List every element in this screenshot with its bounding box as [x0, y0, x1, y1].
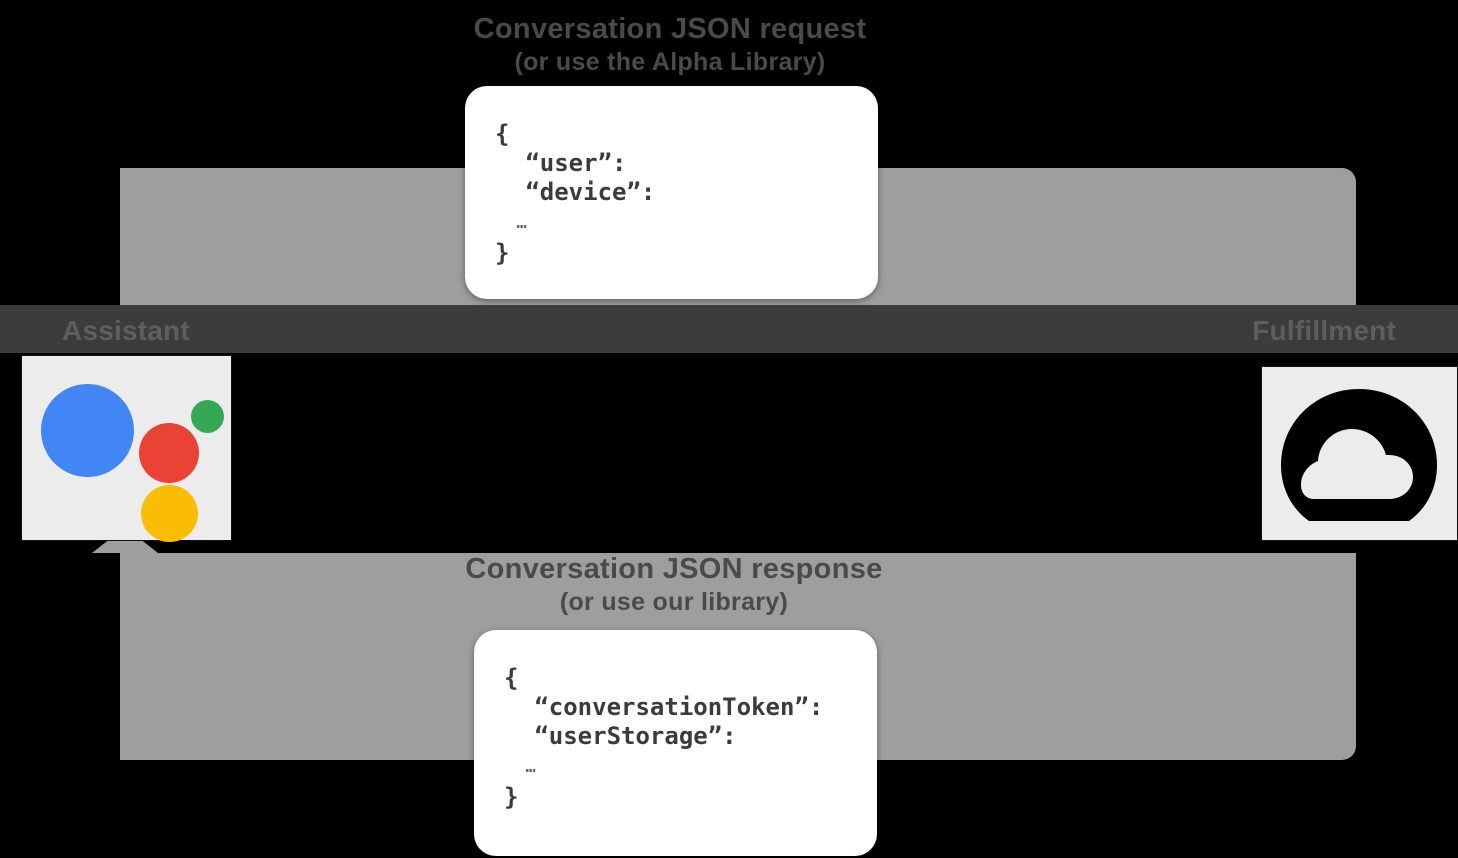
- request-caption: Conversation JSON request (or use the Al…: [0, 13, 1340, 80]
- response-json-key-conversationtoken: “conversationToken”:: [534, 693, 824, 721]
- request-json-key-user: “user”:: [525, 149, 627, 177]
- response-json-ellipsis: …: [525, 757, 536, 777]
- node-label-band: [0, 305, 1458, 353]
- cloud-icon: [1281, 389, 1437, 521]
- request-json-key-device: “device”:: [525, 178, 656, 206]
- response-caption-line2: (or use our library): [559, 587, 789, 616]
- response-json-open: {: [504, 664, 519, 692]
- assistant-label: Assistant: [62, 315, 190, 346]
- assistant-dot-red: [139, 423, 199, 483]
- request-json-close: }: [495, 239, 510, 267]
- request-json-ellipsis: …: [516, 213, 527, 233]
- request-caption-line1: Conversation JSON request: [473, 13, 867, 45]
- fulfillment-node[interactable]: [1261, 366, 1458, 541]
- response-caption-line1: Conversation JSON response: [465, 553, 883, 585]
- assistant-dot-blue: [41, 384, 134, 477]
- google-assistant-icon: [22, 356, 231, 542]
- assistant-node[interactable]: [21, 355, 232, 542]
- response-json-close: }: [504, 783, 519, 811]
- fulfillment-label: Fulfillment: [1252, 315, 1396, 346]
- request-json-card: { “user”: “device”: … }: [465, 86, 878, 299]
- request-json-open: {: [495, 120, 510, 148]
- assistant-dot-green: [191, 400, 224, 433]
- request-caption-line2: (or use the Alpha Library): [514, 47, 826, 76]
- response-json-key-userstorage: “userStorage”:: [534, 722, 737, 750]
- response-caption: Conversation JSON response (or use our l…: [0, 553, 1348, 620]
- response-json-card: { “conversationToken”: “userStorage”: … …: [474, 630, 877, 856]
- assistant-dot-yellow: [141, 485, 198, 542]
